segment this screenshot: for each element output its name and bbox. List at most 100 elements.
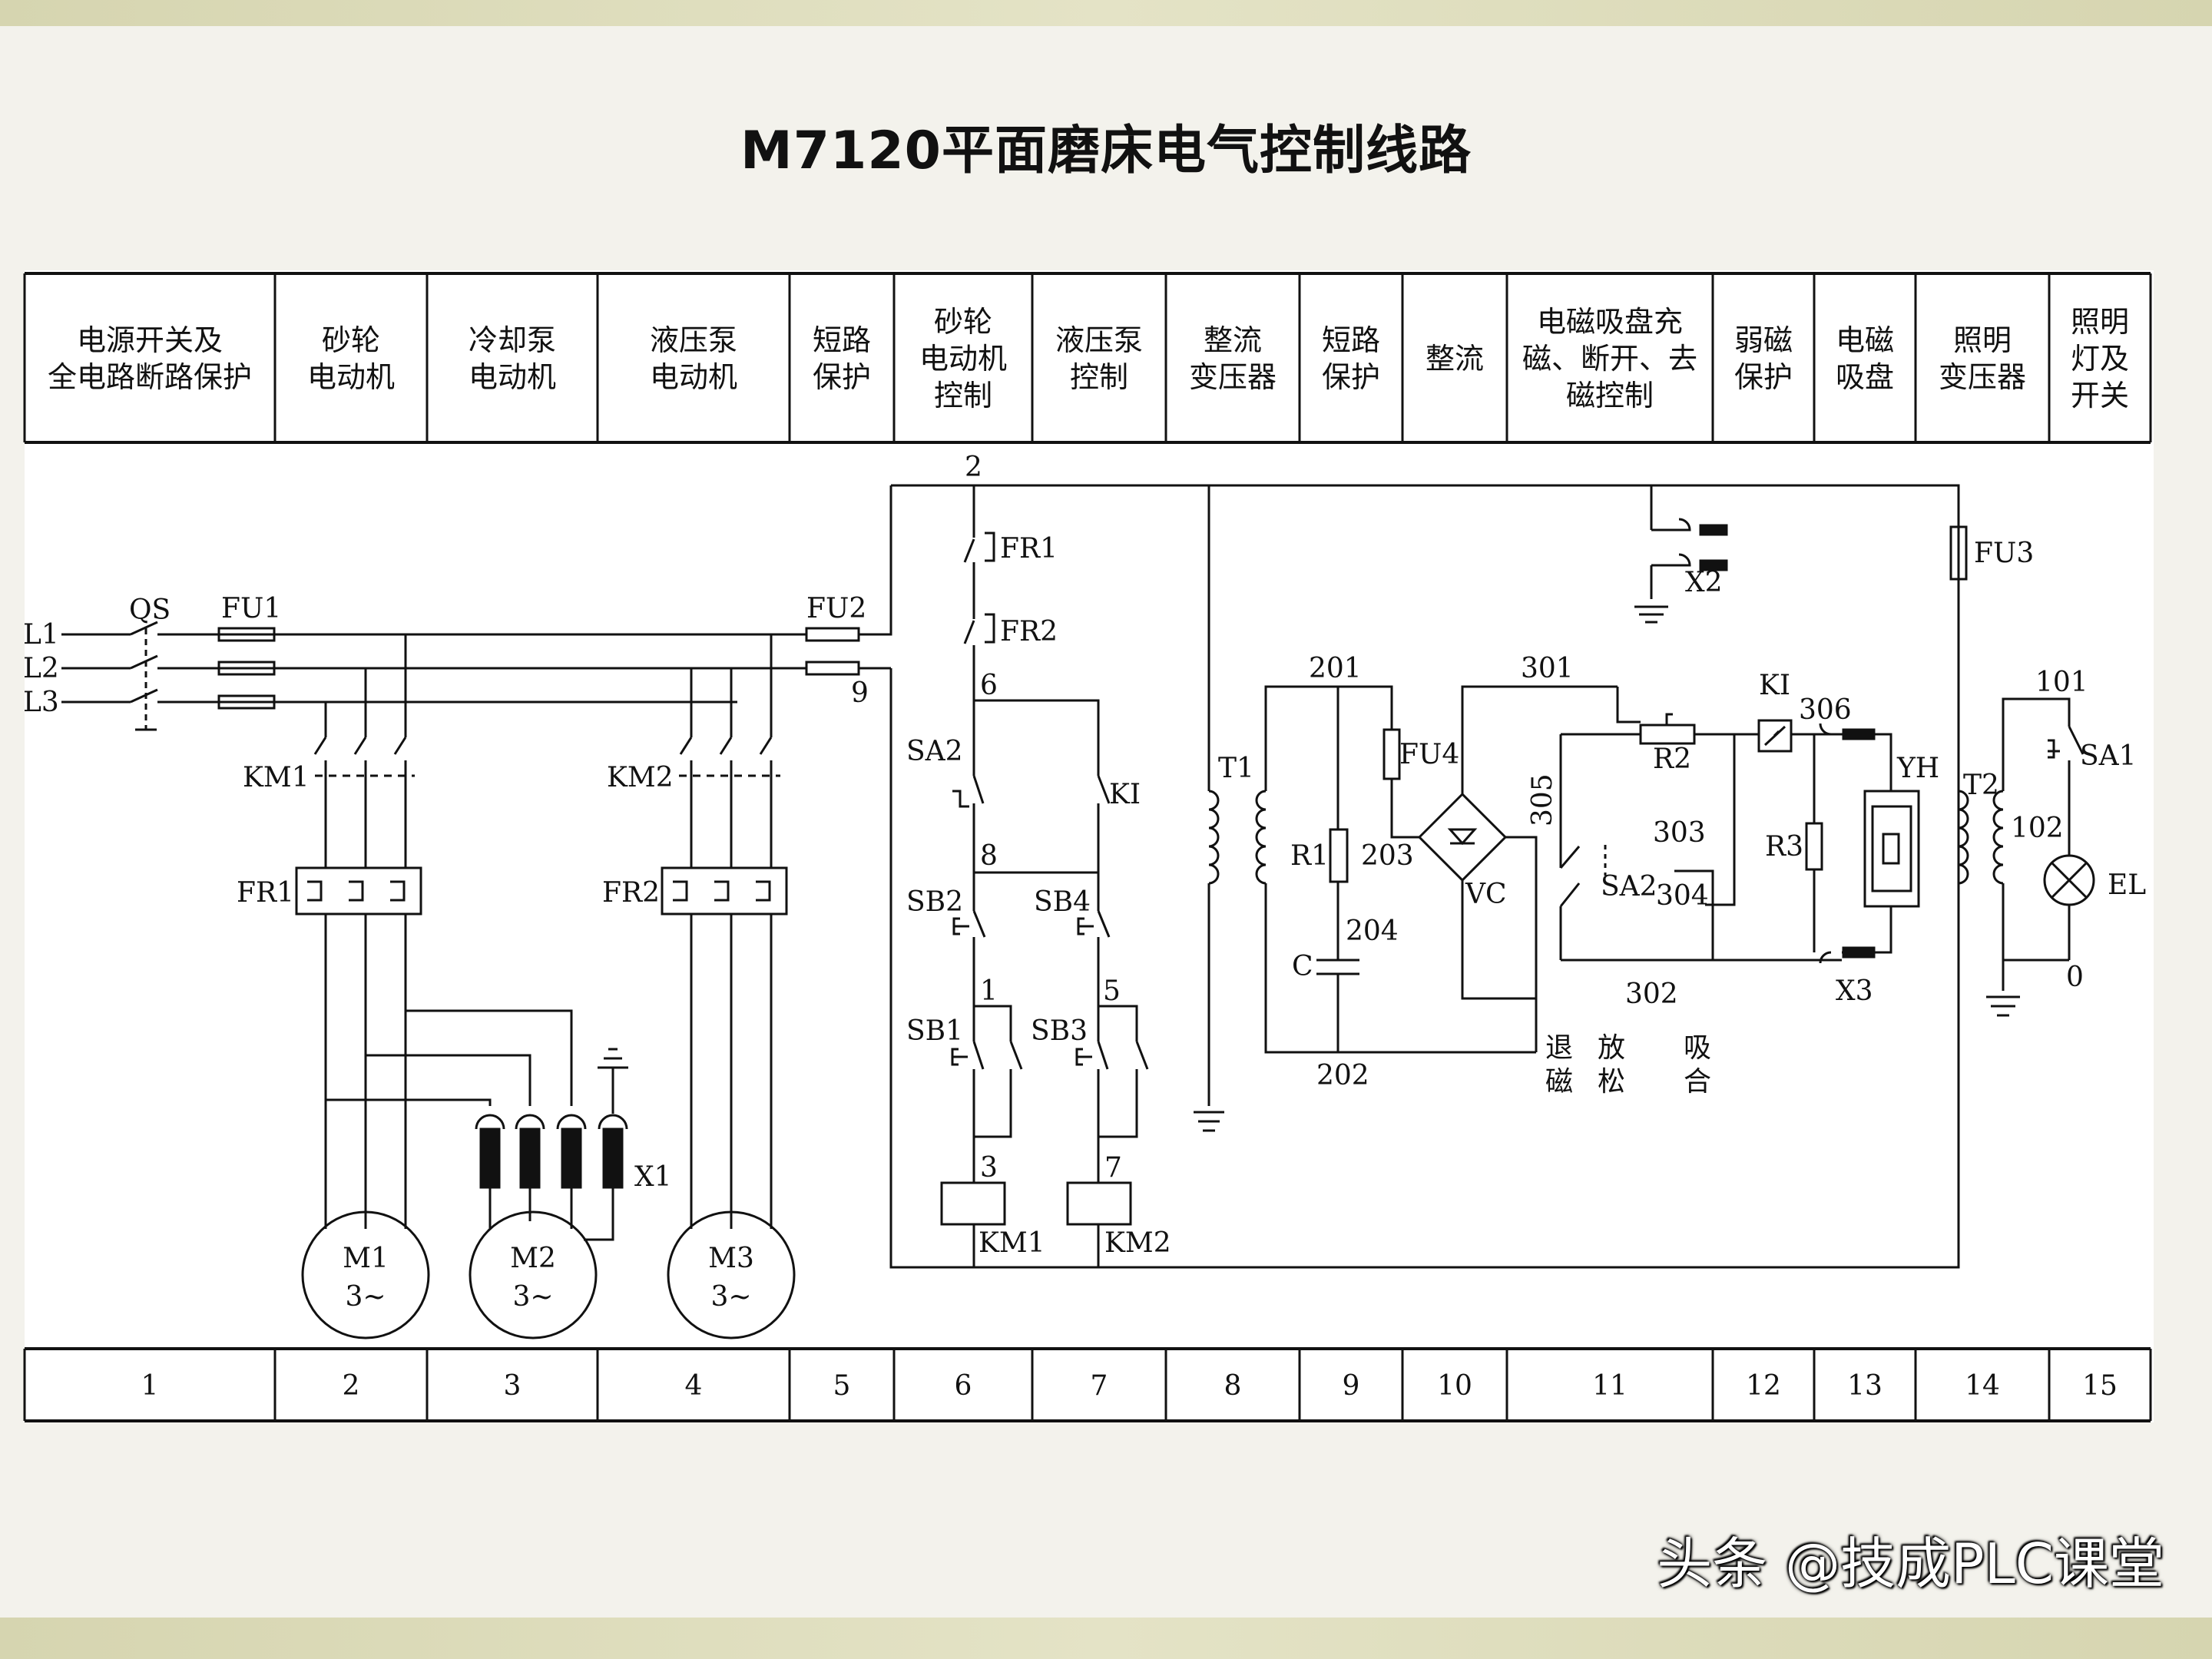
label-sa2-ctrl: SA2	[906, 736, 963, 767]
function-header-1-line-1: 电源开关及	[77, 323, 223, 357]
function-header-4-line-2: 电动机	[650, 360, 737, 394]
lighting-circuit	[1949, 525, 2095, 1267]
label-r2: R2	[1653, 743, 1691, 775]
label-fr2-main: FR2	[602, 877, 660, 909]
label-node-0: 0	[2066, 962, 2084, 993]
header-table: 电源开关及全电路断路保护砂轮电动机冷却泵电动机液压泵电动机短路保护砂轮电动机控制…	[23, 272, 2152, 444]
label-t2: T2	[1963, 770, 1999, 801]
function-header-14-line-2: 变压器	[1939, 360, 2026, 394]
label-sb2: SB2	[906, 886, 963, 918]
function-header-13-line-1: 电磁	[1836, 323, 1894, 357]
label-m2: M2	[510, 1243, 556, 1274]
page-title: M7120平面磨床电气控制线路	[740, 121, 1472, 181]
label-pos-xi-2: 合	[1684, 1066, 1711, 1098]
label-node-8: 8	[980, 840, 998, 872]
label-qs: QS	[129, 594, 171, 626]
label-sb3: SB3	[1031, 1015, 1088, 1047]
label-sb4: SB4	[1034, 886, 1091, 918]
label-m2-phase: 3~	[512, 1281, 553, 1313]
zone-number-3: 3	[504, 1370, 522, 1402]
zone-number-10: 10	[1437, 1370, 1472, 1402]
function-header-11-line-2: 磁、断开、去	[1522, 342, 1697, 376]
label-node-6: 6	[980, 670, 998, 701]
label-pos-tui-2: 磁	[1545, 1066, 1573, 1098]
top-band	[0, 0, 2212, 26]
zone-number-15: 15	[2082, 1370, 2118, 1402]
function-header-7-line-2: 控制	[1070, 360, 1128, 394]
zone-number-7: 7	[1091, 1370, 1108, 1402]
label-t1: T1	[1218, 753, 1254, 784]
label-l2: L2	[23, 653, 59, 684]
label-node-2: 2	[965, 452, 982, 483]
label-m1-phase: 3~	[345, 1281, 386, 1313]
function-header-11-line-1: 电磁吸盘充	[1537, 305, 1683, 339]
zone-number-13: 13	[1847, 1370, 1883, 1402]
function-header-10-line-1: 整流	[1426, 342, 1484, 376]
zone-number-9: 9	[1343, 1370, 1360, 1402]
lamp-icon	[2043, 854, 2095, 906]
circuit-labels: L1 L2 L3 QS FU1 KM1 FR1 KM2 FR2 X1 M1 3~…	[23, 452, 2146, 1313]
label-node-202: 202	[1316, 1060, 1369, 1091]
function-header-11-line-3: 磁控制	[1566, 379, 1654, 412]
function-header-6-line-2: 电动机	[919, 342, 1007, 376]
zone-number-5: 5	[833, 1370, 851, 1402]
function-header-4-line-1: 液压泵	[650, 323, 737, 357]
label-ki-chuck: KI	[1759, 670, 1790, 701]
label-vc: VC	[1465, 879, 1507, 910]
label-node-3: 3	[980, 1152, 998, 1184]
label-l3: L3	[23, 687, 59, 718]
label-node-303: 303	[1653, 817, 1706, 849]
x1-plug-icon	[475, 1114, 628, 1189]
label-fu1: FU1	[221, 593, 281, 624]
label-pos-fang-2: 松	[1598, 1066, 1625, 1098]
label-sa1: SA1	[2080, 740, 2137, 772]
label-r1: R1	[1290, 840, 1329, 872]
label-ki-ctrl: KI	[1109, 779, 1141, 810]
label-m3-phase: 3~	[710, 1281, 751, 1313]
label-x2: X2	[1685, 567, 1723, 598]
function-header-7-line-1: 液压泵	[1055, 323, 1143, 357]
function-header-8-line-2: 变压器	[1189, 360, 1277, 394]
label-node-1: 1	[980, 975, 998, 1007]
label-node-102: 102	[2011, 813, 2064, 844]
label-r3: R3	[1765, 831, 1803, 863]
function-header-5-line-2: 保护	[813, 360, 871, 394]
function-header-8-line-1: 整流	[1204, 323, 1262, 357]
zone-number-4: 4	[685, 1370, 703, 1402]
function-header-15-line-1: 照明	[2071, 305, 2129, 339]
function-header-3-line-2: 电动机	[469, 360, 556, 394]
function-header-12-line-2: 保护	[1734, 360, 1793, 394]
zone-number-2: 2	[343, 1370, 360, 1402]
label-fr1-ctrl: FR1	[1000, 533, 1058, 565]
zone-number-6: 6	[955, 1370, 972, 1402]
label-l1: L1	[23, 619, 59, 651]
label-fu3: FU3	[1974, 538, 2034, 569]
label-fr2-ctrl: FR2	[1000, 616, 1058, 647]
zone-number-12: 12	[1746, 1370, 1781, 1402]
label-fr1-main: FR1	[237, 877, 294, 909]
label-yh: YH	[1896, 753, 1939, 784]
label-km1-coil: KM1	[979, 1227, 1045, 1259]
bottom-band	[0, 1618, 2212, 1659]
label-fu4: FU4	[1399, 739, 1459, 770]
label-node-201: 201	[1309, 653, 1362, 684]
label-x1: X1	[634, 1161, 672, 1193]
zone-number-1: 1	[141, 1370, 159, 1402]
function-header-2-line-1: 砂轮	[322, 323, 380, 357]
label-node-203: 203	[1361, 840, 1414, 872]
label-el: EL	[2108, 869, 2146, 901]
function-header-15-line-2: 灯及	[2071, 342, 2129, 376]
zone-number-8: 8	[1224, 1370, 1242, 1402]
label-m1: M1	[343, 1243, 389, 1274]
function-header-1-line-2: 全电路断路保护	[48, 360, 252, 394]
diagram-sheet	[25, 270, 2154, 1422]
label-km1-main: KM1	[243, 762, 310, 793]
label-pos-tui-1: 退	[1545, 1032, 1573, 1064]
label-node-9: 9	[851, 677, 869, 709]
label-km2-coil: KM2	[1104, 1227, 1171, 1259]
function-header-15-line-3: 开关	[2071, 379, 2129, 412]
function-header-6-line-3: 控制	[934, 379, 992, 412]
zone-number-11: 11	[1592, 1370, 1628, 1402]
